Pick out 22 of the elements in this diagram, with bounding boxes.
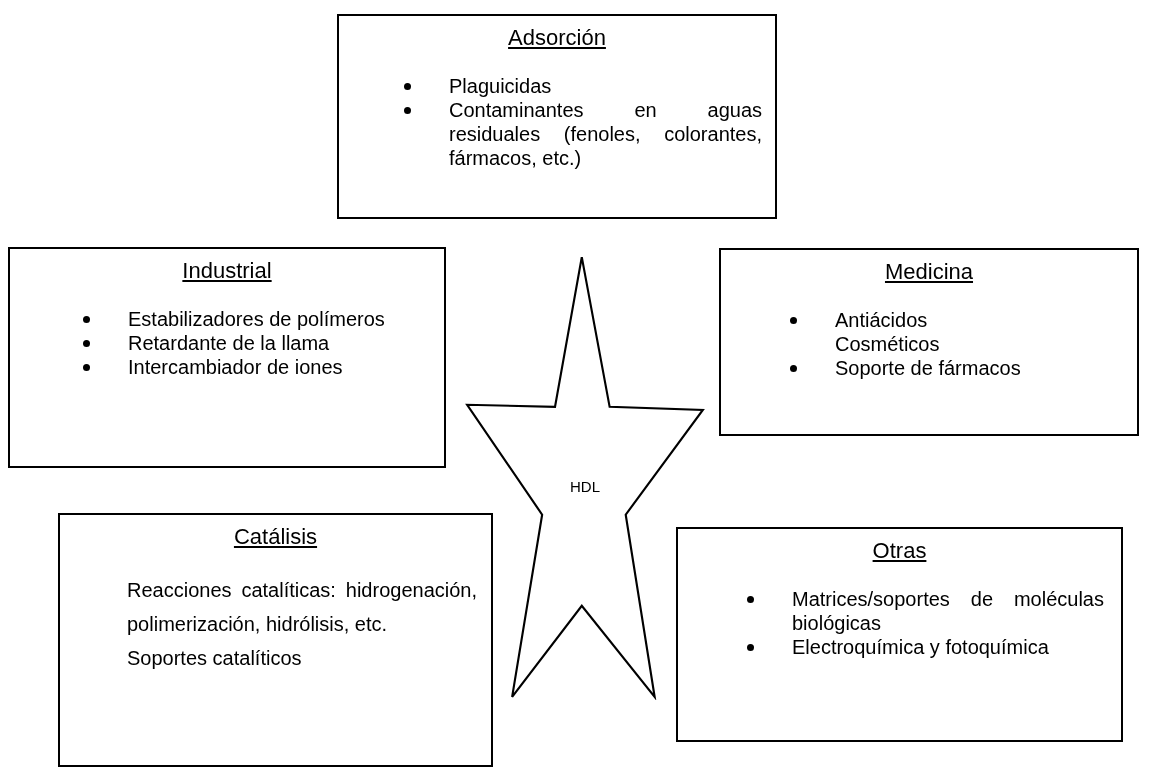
text-box — [676, 527, 1123, 742]
box-heading: Catálisis — [233, 525, 318, 549]
list-item: Electroquímica y fotoquímica — [792, 635, 1050, 659]
list-item: Antiácidos Cosméticos — [835, 308, 941, 356]
box-heading: Adsorción — [508, 26, 606, 50]
box-heading: Industrial — [182, 259, 272, 283]
box-heading: Otras — [872, 539, 927, 563]
list-item: Retardante de la llama — [128, 331, 331, 355]
list-item: Soporte de fármacos — [835, 356, 1022, 380]
list-item: Matrices/soportes de moléculas biológicas — [792, 587, 1104, 635]
text-box — [58, 513, 493, 767]
text-box — [719, 248, 1139, 436]
list-item: Plaguicidas — [449, 74, 553, 98]
list-item: Contaminantes en aguas residuales (fenoles, colorantes, fármacos, etc.) — [449, 98, 762, 170]
body-text: Reacciones catalíticas: hidrogenación, polimerización, hidrólisis, etc. — [127, 578, 477, 637]
list-item: Estabilizadores de polímeros — [128, 307, 386, 331]
box-heading: Medicina — [884, 260, 973, 284]
text-box — [8, 247, 446, 468]
text-box — [337, 14, 777, 219]
list-item: Intercambiador de iones — [128, 355, 344, 379]
node-label: HDL — [570, 477, 600, 495]
body-text: Soportes catalíticos — [127, 646, 303, 671]
